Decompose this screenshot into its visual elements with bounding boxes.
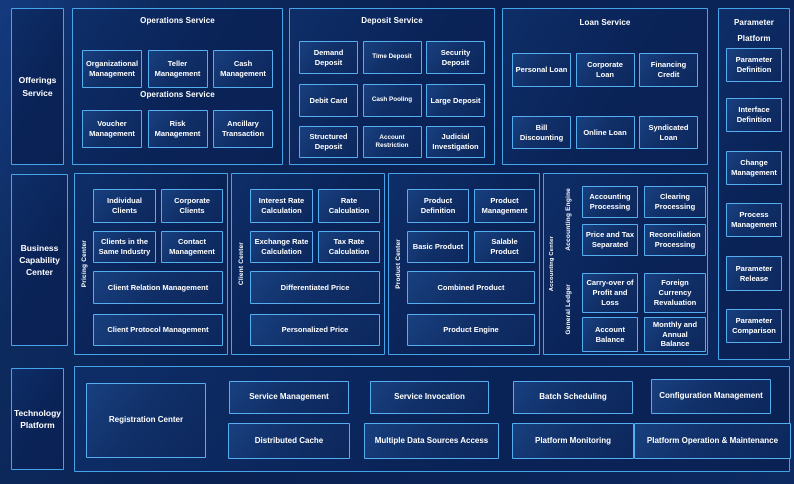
box-clients-same-industry: Clients in the Same Industry <box>93 231 156 263</box>
box-cash-pooling: Cash Pooling <box>362 84 422 117</box>
box-service-management: Service Management <box>229 381 349 414</box>
box-individual-clients: Individual Clients <box>93 189 156 223</box>
panel-product-center: Product Center Product Definition Produc… <box>388 173 540 355</box>
box-platform-operation-maintenance: Platform Operation & Maintenance <box>634 423 791 459</box>
box-account-restriction: Account Restriction <box>362 126 422 158</box>
box-multiple-data-sources-access: Multiple Data Sources Access <box>364 423 499 459</box>
box-parameter-release: Parameter Release <box>726 256 782 291</box>
box-registration-center: Registration Center <box>86 383 206 458</box>
box-monthly-annual-balance: Monthly and Annual Balance <box>644 317 706 352</box>
loan-service-title: Loan Service <box>579 18 631 27</box>
deposit-service-title: Deposit Service <box>361 16 423 25</box>
box-change-management: Change Management <box>726 151 782 185</box>
box-parameter-comparison: Parameter Comparison <box>726 309 782 343</box>
box-platform-monitoring: Platform Monitoring <box>512 423 634 459</box>
operations-service-title: Operations Service <box>140 16 215 25</box>
box-organizational-management: Organizational Management <box>82 50 142 88</box>
box-exchange-rate-calculation: Exchange Rate Calculation <box>250 231 313 263</box>
box-foreign-currency-revaluation: Foreign Currency Revaluation <box>644 273 706 313</box>
box-product-engine: Product Engine <box>407 314 535 346</box>
sidebar-business-label: Business Capability Center <box>19 242 60 278</box>
sidebar-offerings-service: Offerings Service <box>11 8 64 165</box>
box-security-deposit: Security Deposit <box>426 41 485 74</box>
box-client-relation-management: Client Relation Management <box>93 271 223 304</box>
box-ancillary-transaction: Ancillary Transaction <box>213 110 273 148</box>
sidebar-offerings-label: Offerings Service <box>18 75 57 98</box>
product-center-vertical-label: Product Center <box>394 239 402 289</box>
sidebar-business-capability-center: Business Capability Center <box>11 174 68 346</box>
panel-technology-platform: Registration Center Service Management S… <box>74 366 791 472</box>
panel-parameter-platform: Parameter Platform Parameter Definition … <box>718 8 790 360</box>
box-tax-rate-calculation: Tax Rate Calculation <box>318 231 380 263</box>
box-distributed-cache: Distributed Cache <box>228 423 350 459</box>
pricing-center-vertical-label: Pricing Center <box>80 240 88 288</box>
box-corporate-clients: Corporate Clients <box>161 189 223 223</box>
accounting-engine-vertical-label: Accounting Engine <box>565 187 572 251</box>
box-rate-calculation: Rate Calculation <box>318 189 380 223</box>
box-risk-management: Risk Management <box>147 110 208 148</box>
sidebar-technology-platform: Technology Platform <box>11 368 64 470</box>
box-structured-deposit: Structured Deposit <box>299 126 358 158</box>
box-debit-card: Debit Card <box>299 84 358 117</box>
box-interface-definition: Interface Definition <box>726 98 782 132</box>
general-ledger-vertical-label: General Ledger <box>565 283 572 335</box>
box-financing-credit: Financing Credit <box>639 53 698 87</box>
box-product-definition: Product Definition <box>407 189 469 223</box>
box-differentiated-price: Differentiated Price <box>250 271 380 304</box>
box-price-and-tax-separated: Price and Tax Separated <box>582 224 638 256</box>
sidebar-technology-label: Technology Platform <box>13 407 62 430</box>
box-bill-discounting: Bill Discounting <box>512 116 571 149</box>
panel-pricing-center: Pricing Center Individual Clients Corpor… <box>74 173 228 355</box>
client-center-vertical-label: Client Center <box>237 242 245 286</box>
box-personal-loan: Personal Loan <box>512 53 571 87</box>
box-service-invocation: Service Invocation <box>370 381 489 414</box>
box-teller-management: Teller Management <box>147 50 208 88</box>
parameter-platform-title-line1: Parameter <box>733 18 775 27</box>
box-product-management: Product Management <box>474 189 535 223</box>
box-accounting-processing: Accounting Processing <box>582 186 638 218</box>
box-syndicated-loan: Syndicated Loan <box>639 116 698 149</box>
box-reconciliation-processing: Reconciliation Processing <box>644 224 706 256</box>
box-demand-deposit: Demand Deposit <box>299 41 358 74</box>
box-cash-management: Cash Management <box>213 50 273 88</box>
box-parameter-definition: Parameter Definition <box>726 48 782 82</box>
box-carry-over-profit-loss: Carry-over of Profit and Loss <box>582 273 638 313</box>
box-judicial-investigation: Judicial Investigation <box>426 126 485 158</box>
box-personalized-price: Personalized Price <box>250 314 380 346</box>
box-batch-scheduling: Batch Scheduling <box>513 381 633 414</box>
accounting-center-vertical-label: Accounting Center <box>548 236 555 292</box>
box-configuration-management: Configuration Management <box>651 379 771 414</box>
box-process-management: Process Management <box>726 203 782 237</box>
parameter-platform-title-line2: Platform <box>737 34 771 43</box>
panel-client-center: Client Center Interest Rate Calculation … <box>231 173 385 355</box>
box-combined-product: Combined Product <box>407 271 535 304</box>
box-interest-rate-calculation: Interest Rate Calculation <box>250 189 313 223</box>
box-voucher-management: Voucher Management <box>82 110 142 148</box>
box-contact-management: Contact Management <box>161 231 223 263</box>
box-time-deposit: Time Deposit <box>362 41 422 74</box>
box-online-loan: Online Loan <box>575 116 635 149</box>
panel-loan-service: Loan Service Personal Loan Corporate Loa… <box>502 8 708 165</box>
panel-deposit-service: Deposit Service Demand Deposit Time Depo… <box>289 8 495 165</box>
box-client-protocol-management: Client Protocol Management <box>93 314 223 346</box>
box-account-balance: Account Balance <box>582 317 638 352</box>
panel-operations-service: Operations Service Organizational Manage… <box>72 8 283 165</box>
box-salable-product: Salable Product <box>474 231 535 263</box>
panel-accounting-center: Accounting Center Accounting Engine Gene… <box>543 173 708 355</box>
box-corporate-loan: Corporate Loan <box>575 53 635 87</box>
box-basic-product: Basic Product <box>407 231 469 263</box>
operations-service-mid-title: Operations Service <box>140 90 215 99</box>
box-large-deposit: Large Deposit <box>426 84 485 117</box>
box-clearing-processing: Clearing Processing <box>644 186 706 218</box>
